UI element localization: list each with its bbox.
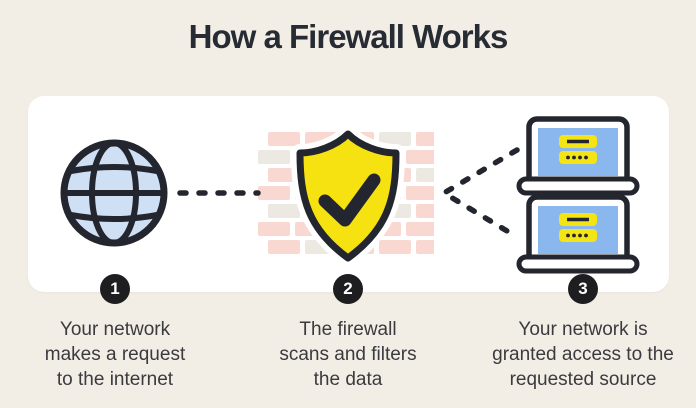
brick: [258, 186, 290, 200]
step-badge-3: 3: [568, 274, 598, 304]
globe-icon: [60, 139, 168, 247]
brick: [406, 150, 434, 164]
laptop-icon-1: [516, 116, 640, 196]
step-badge-2: 2: [333, 274, 363, 304]
step-badge-1: 1: [100, 274, 130, 304]
brick: [379, 240, 411, 254]
brick: [416, 132, 434, 146]
brick: [416, 240, 434, 254]
checkmark-icon: [318, 173, 381, 227]
brick: [379, 132, 411, 146]
brick: [258, 150, 290, 164]
brick: [416, 204, 434, 218]
brick: [258, 222, 290, 236]
brick: [406, 222, 434, 236]
step-caption-2: The firewall scans and filters the data: [279, 319, 417, 390]
shield-check-icon: [291, 126, 405, 266]
brick: [406, 186, 434, 200]
laptop-icon-2: [516, 194, 640, 274]
step-caption-3: Your network is granted access to the re…: [492, 319, 674, 390]
brick: [268, 240, 300, 254]
brick: [268, 132, 300, 146]
brick: [416, 168, 434, 182]
diagram-card: [28, 96, 669, 292]
page-title: How a Firewall Works: [188, 18, 509, 55]
brick: [268, 204, 300, 218]
step-caption-1: Your network makes a request to the inte…: [44, 319, 186, 390]
